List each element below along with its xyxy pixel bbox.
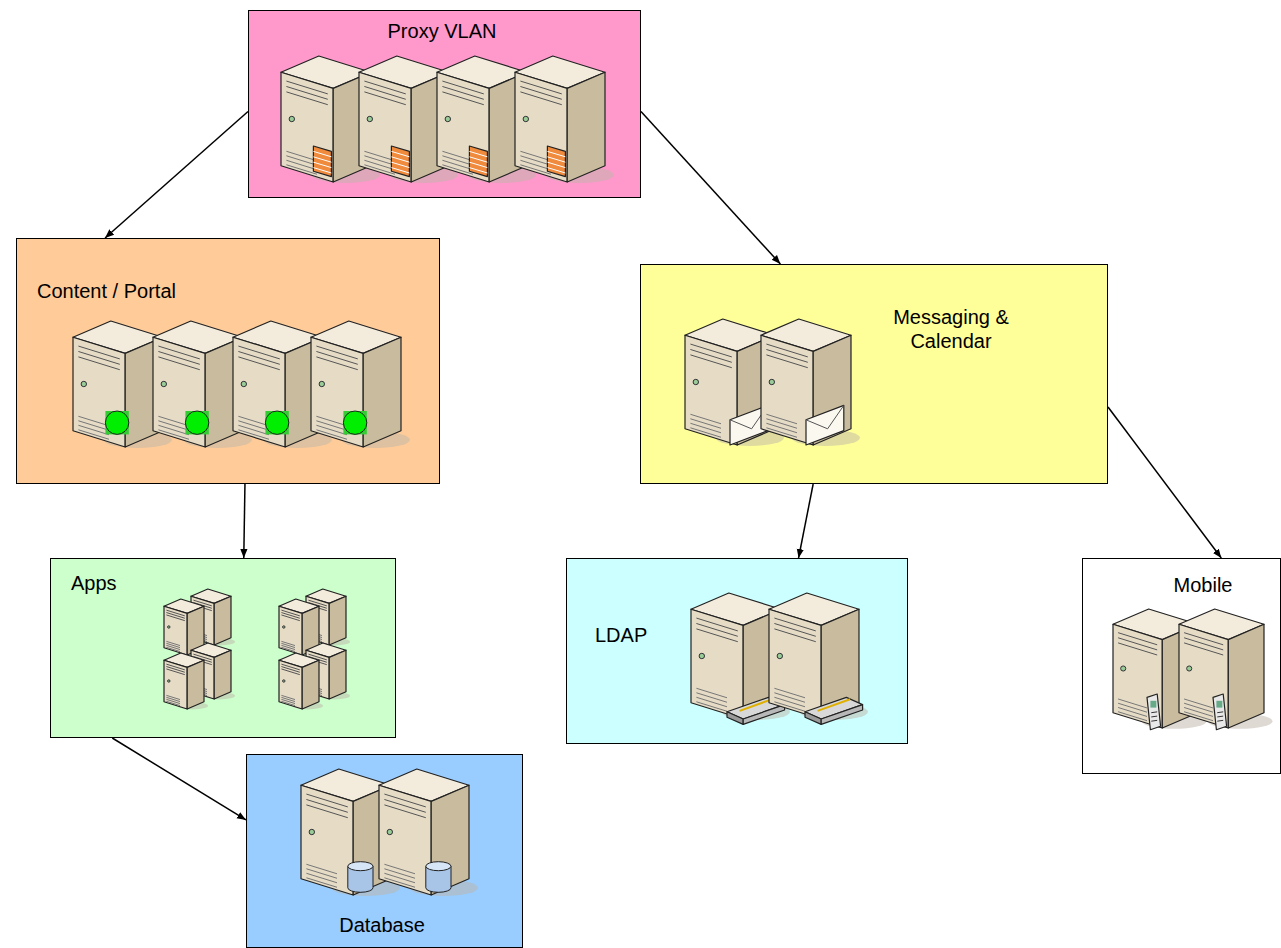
flow-arrow <box>105 112 248 238</box>
label-slot: Content / Portal <box>37 279 337 303</box>
group-title: Messaging & Calendar <box>861 305 1041 353</box>
server-group-box: Messaging & Calendar <box>640 264 1108 484</box>
server-illustration <box>641 265 1149 485</box>
server-icon <box>164 653 208 709</box>
flow-arrow <box>1108 407 1221 558</box>
group-title: Database <box>247 913 517 937</box>
server-icon <box>306 589 350 645</box>
group-title: Content / Portal <box>37 279 337 303</box>
server-icon <box>281 56 380 183</box>
server-group-box: Mobile <box>1082 558 1281 774</box>
server-group-box: Apps <box>50 558 396 738</box>
group-title: Apps <box>71 571 171 595</box>
label-slot: Apps <box>71 571 171 595</box>
server-icon <box>164 599 208 655</box>
server-icon <box>279 599 323 655</box>
server-icon <box>191 589 235 645</box>
flow-arrow <box>641 112 780 264</box>
server-icon <box>761 319 860 446</box>
label-slot: Messaging & Calendar <box>861 305 1041 353</box>
server-group-box: Proxy VLAN <box>248 10 641 198</box>
server-icon <box>691 593 790 724</box>
server-icon <box>1113 609 1207 730</box>
server-icon <box>301 769 400 896</box>
server-illustration <box>567 559 949 745</box>
flow-arrow <box>799 484 814 558</box>
server-icon <box>233 321 332 448</box>
server-icon <box>359 56 458 183</box>
server-icon <box>685 319 784 446</box>
server-icon <box>279 653 323 709</box>
group-title: LDAP <box>595 623 685 647</box>
server-icon <box>515 56 614 183</box>
group-title: Mobile <box>1143 573 1263 597</box>
server-icon <box>73 321 172 448</box>
label-slot: Mobile <box>1143 573 1263 597</box>
server-icon <box>379 769 478 896</box>
label-slot: LDAP <box>595 623 685 647</box>
server-group-box: Content / Portal <box>16 238 440 484</box>
server-icon <box>191 643 235 699</box>
server-icon <box>769 593 868 724</box>
server-icon <box>306 643 350 699</box>
group-title: Proxy VLAN <box>249 19 635 43</box>
server-icon <box>311 321 410 448</box>
flow-arrow <box>244 484 245 558</box>
server-group-box: Database <box>246 754 523 948</box>
label-slot: Database <box>247 913 517 937</box>
server-icon <box>1179 609 1273 730</box>
server-icon <box>437 56 536 183</box>
flow-arrow <box>112 738 246 820</box>
server-group-box: LDAP <box>566 558 908 744</box>
server-illustration <box>17 239 481 485</box>
server-icon <box>153 321 252 448</box>
label-slot: Proxy VLAN <box>249 19 635 43</box>
